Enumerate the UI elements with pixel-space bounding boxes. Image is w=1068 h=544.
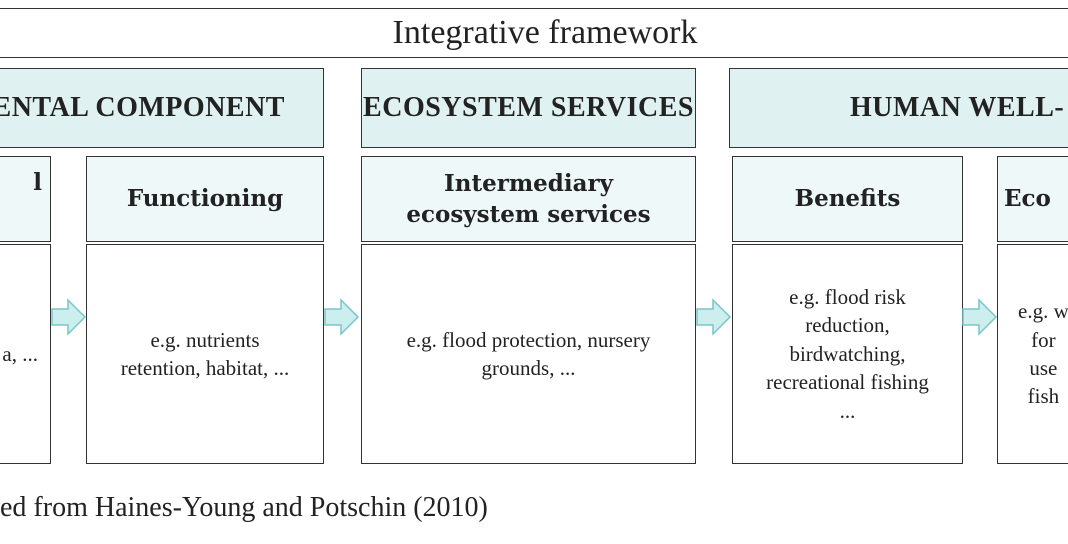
subheader-intermediary-services: Intermediary ecosystem services: [361, 156, 696, 242]
content-functioning-text: e.g. nutrients retention, habitat, ...: [120, 327, 290, 380]
subheader-functioning: Functioning: [86, 156, 324, 242]
content-intermediary-services: e.g. flood protection, nursery grounds, …: [361, 244, 696, 464]
subheader-structure: l: [0, 156, 51, 242]
pillar-environmental-component: MENTAL COMPONENT: [0, 68, 324, 148]
content-functioning: e.g. nutrients retention, habitat, ...: [86, 244, 324, 464]
subheader-structure-label: l: [33, 169, 42, 196]
pillar-environmental-label: MENTAL COMPONENT: [0, 92, 285, 123]
subheader-functioning-label: Functioning: [126, 185, 284, 213]
pillar-human-well-being: HUMAN WELL-: [729, 68, 1068, 148]
content-benefits-text: e.g. flood risk reduction, birdwatching,…: [766, 285, 929, 423]
content-intermediary-text: e.g. flood protection, nursery grounds, …: [406, 327, 651, 380]
content-economic-text: e.g. w for use fish: [1018, 299, 1068, 409]
content-economic: e.g. w for use fish: [997, 244, 1068, 464]
flow-arrow-2-icon: [324, 298, 360, 336]
subheader-economic: Eco: [997, 156, 1068, 242]
flow-arrow-3-icon: [696, 298, 732, 336]
subheader-economic-label: Eco: [1004, 185, 1051, 213]
flow-arrow-1-icon: [51, 298, 87, 336]
subheader-benefits: Benefits: [732, 156, 963, 242]
subheader-benefits-label: Benefits: [794, 185, 901, 213]
pillar-ecosystem-label: ECOSYSTEM SERVICES: [363, 92, 694, 123]
pillar-human-label: HUMAN WELL-: [850, 92, 1065, 123]
flow-arrow-4-icon: [962, 298, 998, 336]
subheader-intermediary-label: Intermediary ecosystem services: [406, 169, 651, 228]
source-caption: ed from Haines-Young and Potschin (2010): [0, 492, 488, 523]
content-benefits: e.g. flood risk reduction, birdwatching,…: [732, 244, 963, 464]
framework-title: Integrative framework: [0, 8, 1068, 58]
pillar-ecosystem-services: ECOSYSTEM SERVICES: [361, 68, 696, 148]
content-structure: a, ...: [0, 244, 51, 464]
content-structure-text: a, ...: [2, 341, 38, 366]
